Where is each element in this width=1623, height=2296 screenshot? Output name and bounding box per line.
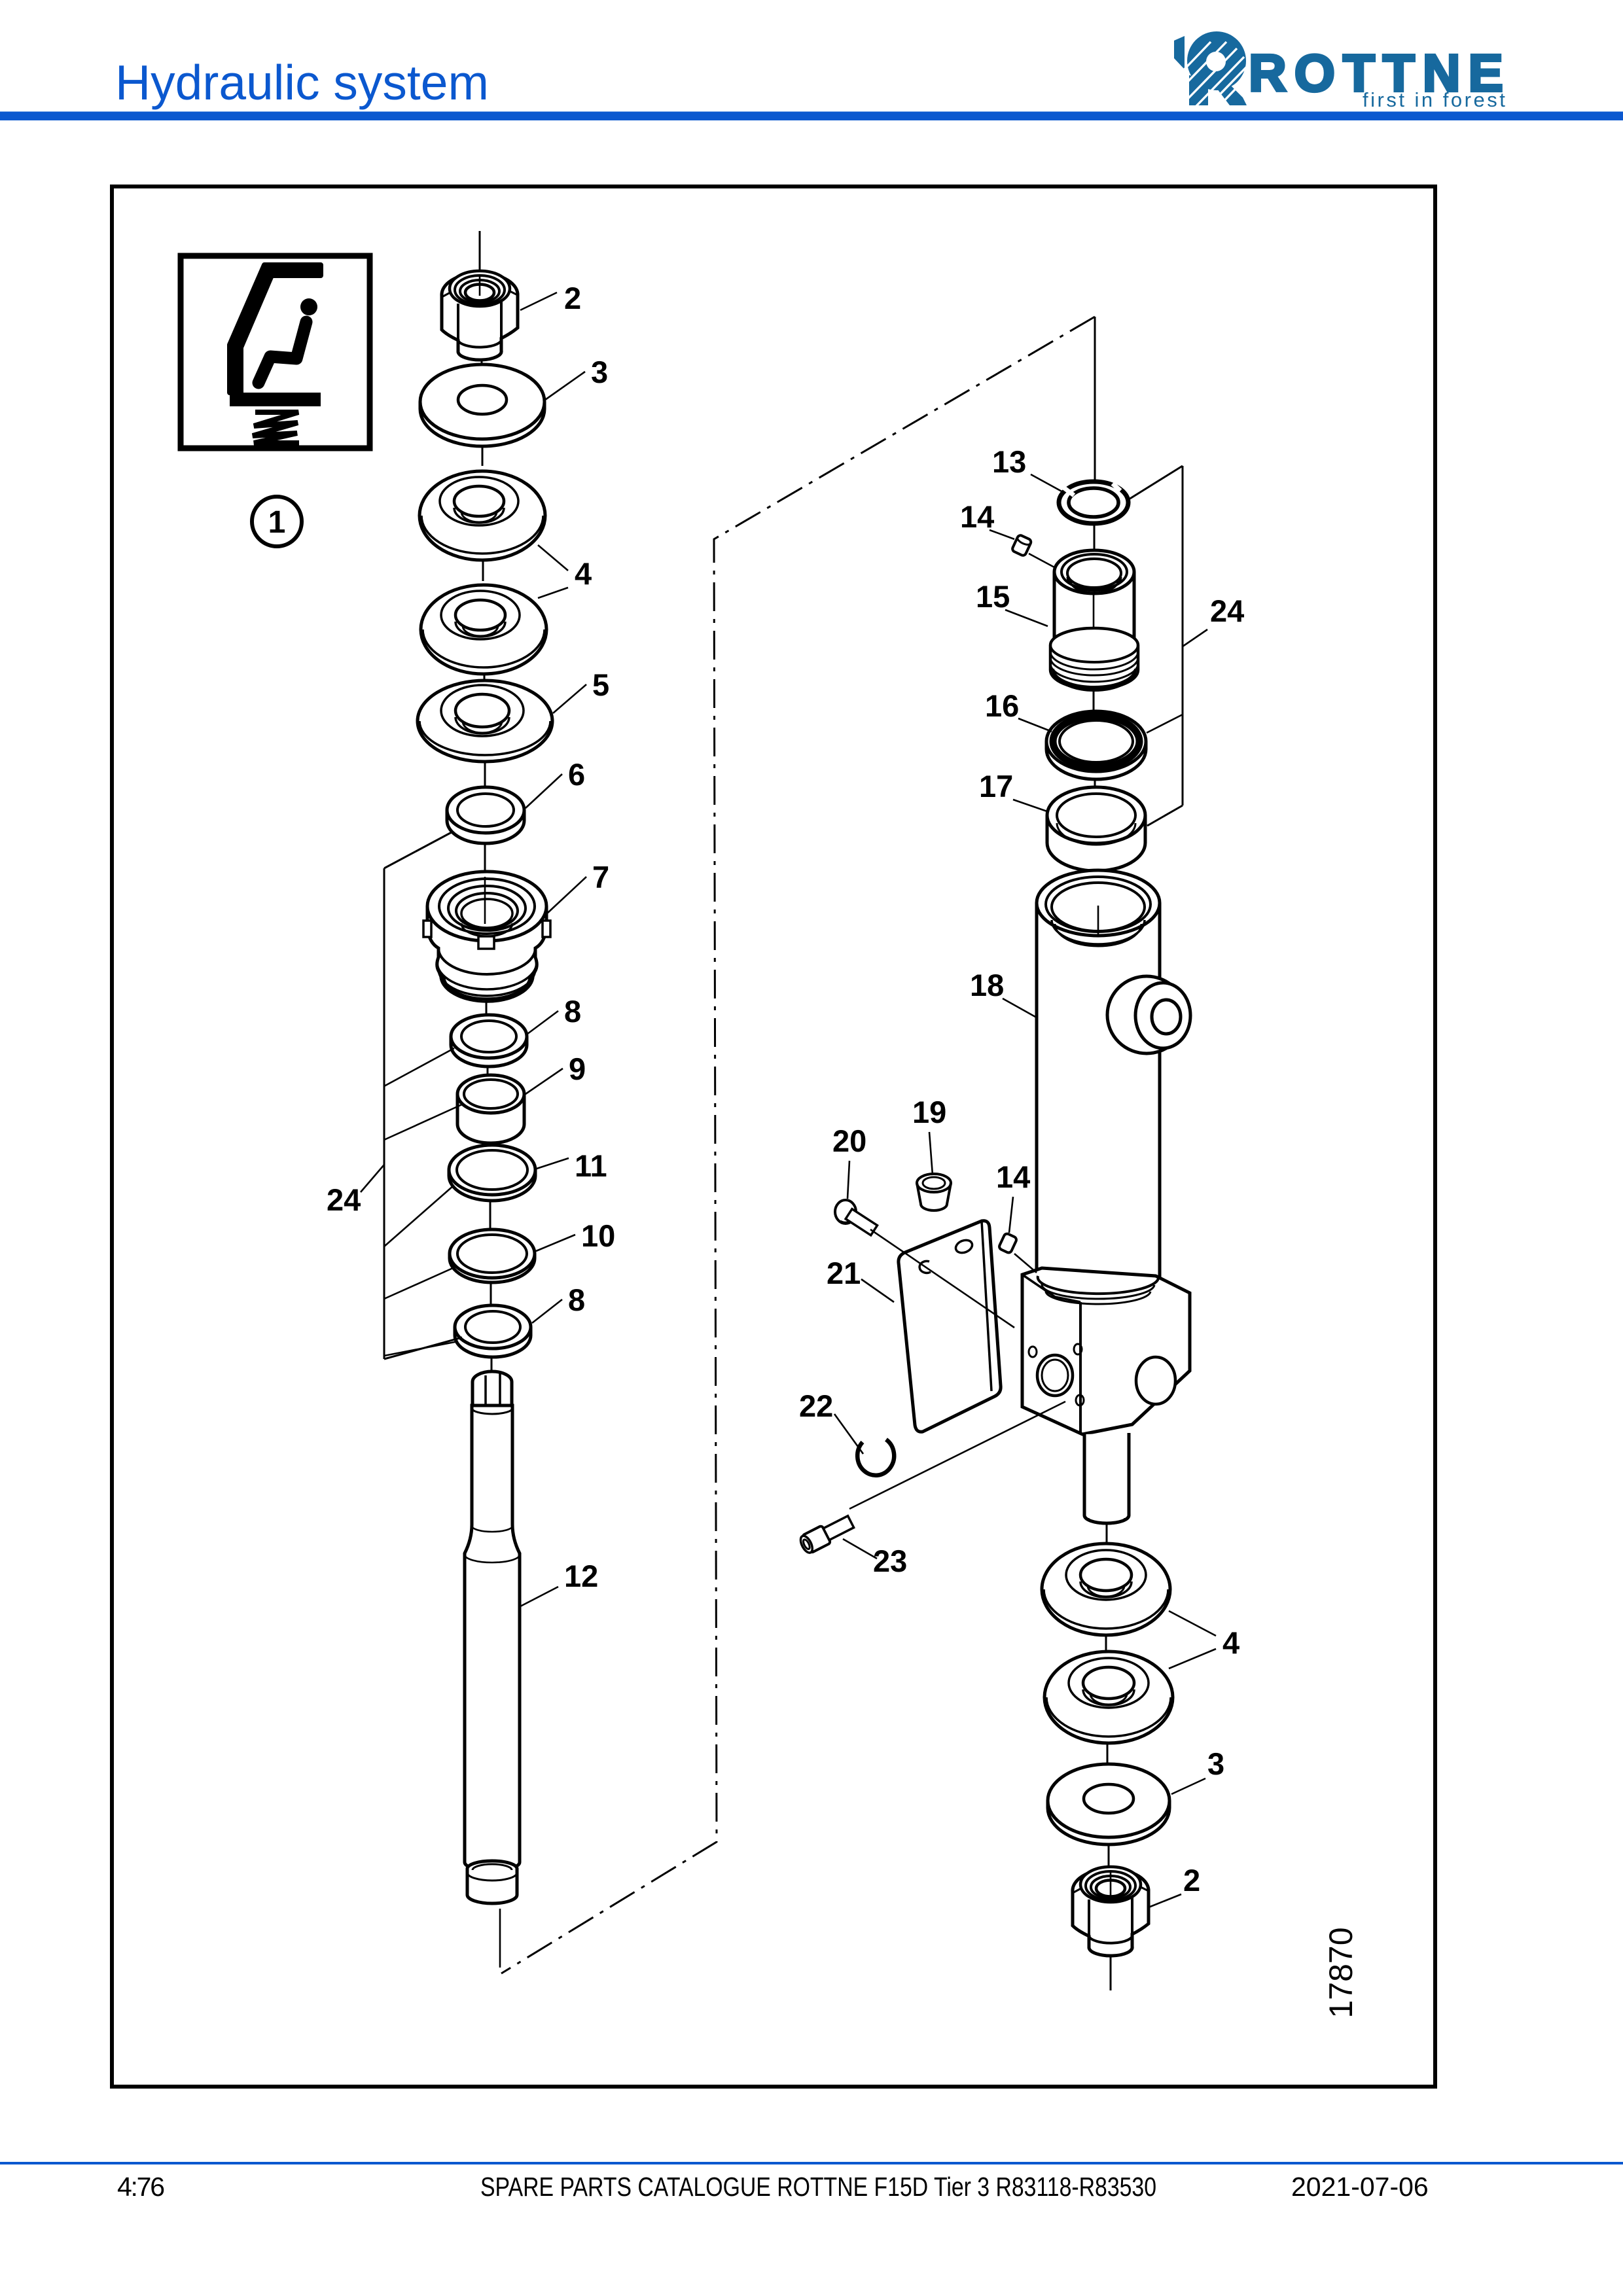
svg-text:8: 8: [568, 1282, 585, 1317]
svg-text:4: 4: [575, 556, 592, 591]
svg-text:18: 18: [970, 968, 1004, 1002]
svg-text:3: 3: [591, 355, 608, 389]
svg-text:22: 22: [799, 1388, 833, 1423]
svg-text:1: 1: [268, 505, 286, 540]
svg-text:24: 24: [327, 1182, 361, 1217]
svg-text:20: 20: [832, 1123, 866, 1158]
svg-text:14: 14: [996, 1159, 1030, 1194]
svg-text:2: 2: [564, 281, 581, 315]
svg-text:SPARE PARTS CATALOGUE ROTTNE F: SPARE PARTS CATALOGUE ROTTNE F15D Tier 3…: [480, 2172, 1156, 2202]
svg-text:11: 11: [575, 1148, 607, 1183]
svg-text:4:76: 4:76: [117, 2172, 165, 2202]
svg-text:19: 19: [912, 1095, 946, 1129]
svg-text:2: 2: [1183, 1863, 1200, 1898]
svg-text:13: 13: [992, 444, 1026, 479]
svg-text:24: 24: [1210, 593, 1244, 628]
svg-text:first in forest: first in forest: [1363, 88, 1507, 111]
svg-text:3: 3: [1207, 1746, 1224, 1781]
svg-text:10: 10: [581, 1218, 615, 1253]
svg-text:16: 16: [985, 688, 1019, 723]
svg-text:4: 4: [1222, 1625, 1240, 1660]
svg-text:9: 9: [569, 1051, 586, 1086]
svg-text:6: 6: [568, 757, 585, 792]
svg-text:23: 23: [873, 1544, 907, 1578]
svg-text:12: 12: [564, 1559, 598, 1593]
svg-text:15: 15: [976, 579, 1010, 614]
svg-text:17: 17: [979, 769, 1013, 804]
svg-text:17870: 17870: [1323, 1927, 1359, 2018]
svg-text:2021-07-06: 2021-07-06: [1291, 2172, 1429, 2202]
svg-text:ROTTNE: ROTTNE: [1249, 44, 1511, 102]
svg-text:5: 5: [592, 667, 609, 702]
svg-text:8: 8: [564, 994, 581, 1029]
svg-text:7: 7: [592, 860, 609, 894]
svg-text:14: 14: [960, 499, 994, 534]
svg-text:Hydraulic system: Hydraulic system: [115, 55, 489, 110]
svg-text:21: 21: [827, 1256, 861, 1290]
